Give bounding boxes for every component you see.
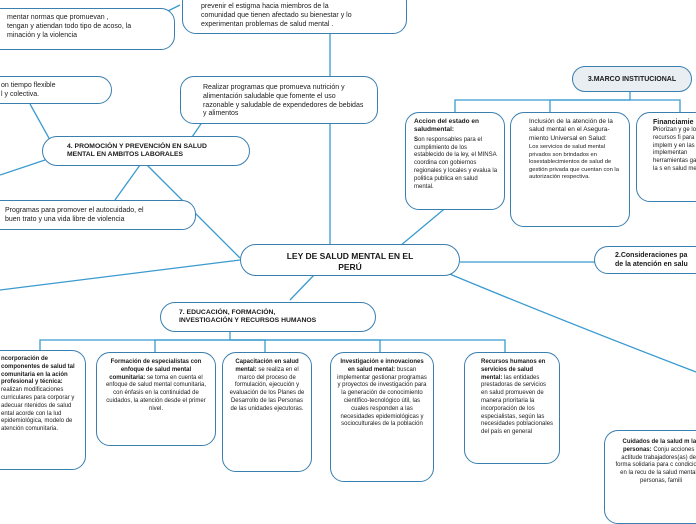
node-educacion-line2: INVESTIGACIÓN Y RECURSOS HUMANOS xyxy=(179,317,317,325)
node-cuidados-title: Cuidados de la salud m las personas: xyxy=(622,439,696,453)
node-marco-institucional-label: 3.MARCO INSTITUCIONAL xyxy=(587,76,677,83)
node-cuidados-body: Conju acciones y actitude trabajadores(a… xyxy=(615,446,696,484)
node-tiempo-flexible-line1: on tiempo flexible xyxy=(1,82,56,89)
node-recursos-humanos: Recursos humanos en servicios de salud m… xyxy=(464,352,560,464)
node-financiamiento-p: P xyxy=(653,127,658,134)
node-investigacion: Investigación e innovaciones en salud me… xyxy=(330,352,434,482)
node-autocuidado: Programas para promover el autocuidado, … xyxy=(0,200,196,230)
node-consideraciones-line2: de la atención en salu xyxy=(615,260,688,268)
node-inclusion-atencion: Inclusión de la atención de la salud men… xyxy=(510,112,630,227)
node-estigma-line2: comunidad que tienen afectado su bienest… xyxy=(201,11,352,19)
node-financiamiento-body: riorizan y ge los recursos fi para la im… xyxy=(653,127,696,173)
node-promocion-line1: 4. PROMOCIÓN Y PREVENCIÓN EN SALUD xyxy=(67,143,207,150)
node-consideraciones: 2.Consideraciones pa de la atención en s… xyxy=(594,246,696,274)
node-investigacion-title: Investigación e innovaciones en salud me… xyxy=(340,359,424,373)
node-investigacion-body: buscan implementar gestionar programas y… xyxy=(337,366,427,428)
node-normas-acoso-line2: tengan y atiendan todo tipo de acoso, la xyxy=(7,22,132,30)
node-marco-institucional: 3.MARCO INSTITUCIONAL xyxy=(572,66,692,92)
node-nutricion: Realizar programas que promueva nutrició… xyxy=(180,76,378,124)
node-cuidados-salud: Cuidados de la salud m las personas: Con… xyxy=(604,430,696,524)
node-financiamiento: Financiamie Priorizan y ge los recursos … xyxy=(636,112,696,202)
node-incorporacion-componentes: ncorporación de componentes de salud tal… xyxy=(0,350,86,470)
node-estigma-line1: prevenir el estigma hacia miembros de la xyxy=(201,3,329,10)
node-accion-estado: Accion del estado en saludmental: Son re… xyxy=(405,112,505,210)
node-accion-s: S xyxy=(414,136,419,143)
node-incorporacion-body: realizan modificaciones curriculares par… xyxy=(1,387,75,433)
node-ley-salud-mental: LEY DE SALUD MENTAL EN EL PERÚ xyxy=(240,244,460,276)
node-tiempo-flexible: on tiempo flexible l y colectiva. xyxy=(0,76,112,104)
node-educacion-line1: 7. EDUCACIÓN, FORMACIÓN, xyxy=(179,309,276,316)
node-estigma-line3: experimentan problemas de salud mental . xyxy=(201,20,334,28)
node-incorporacion-title: ncorporación de componentes de salud tal… xyxy=(1,356,75,386)
node-formacion-especialistas: Formación de especialistas con enfoque d… xyxy=(96,352,216,446)
node-ley-line2: PERÚ xyxy=(338,261,362,272)
node-capacitacion-title: Capacitación en salud mental: xyxy=(235,359,299,373)
node-promocion-line2: MENTAL EN AMBITOS LABORALES xyxy=(67,151,184,159)
node-educacion-formacion: 7. EDUCACIÓN, FORMACIÓN, INVESTIGACIÓN Y… xyxy=(160,302,376,332)
node-financiamiento-title: Financiamie xyxy=(653,119,694,126)
node-recursos-title: Recursos humanos en servicios de salud m… xyxy=(481,359,546,381)
node-ley-line1: LEY DE SALUD MENTAL EN EL xyxy=(286,251,414,261)
node-normas-acoso-line1: mentar normas que promuevan , xyxy=(7,14,109,21)
node-normas-acoso-line3: minación y la violencia xyxy=(7,31,78,39)
node-formacion-title: Formación de especialistas con enfoque d… xyxy=(109,359,202,381)
node-autocuidado-line2: buen trato y una vida libre de violencia xyxy=(5,215,125,223)
node-tiempo-flexible-line2: l y colectiva. xyxy=(1,90,40,98)
node-capacitacion: Capacitación en salud mental: se realiza… xyxy=(222,352,312,472)
node-accion-title: Accion del estado en saludmental: xyxy=(414,118,480,134)
node-capacitacion-body: se realiza en el marco del proceso de fo… xyxy=(229,366,305,412)
node-autocuidado-line1: Programas para promover el autocuidado, … xyxy=(5,207,144,214)
node-estigma: prevenir el estigma hacia miembros de la… xyxy=(182,0,407,34)
node-nutricion-text: Realizar programas que promueva nutrició… xyxy=(203,84,364,118)
node-accion-body: on responsables para el cumplimiento de … xyxy=(414,136,498,190)
node-inclusion-body: Los servicios de salud mental privados s… xyxy=(529,144,619,181)
node-recursos-body: las entidades prestadoras de servicios e… xyxy=(481,374,554,436)
node-consideraciones-line1: 2.Consideraciones pa xyxy=(615,252,688,259)
node-promocion-prevencion: 4. PROMOCIÓN Y PREVENCIÓN EN SALUD MENTA… xyxy=(42,136,250,166)
node-normas-acoso: mentar normas que promuevan , tengan y a… xyxy=(0,8,175,50)
node-formacion-body: se toma en cuenta el enfoque de salud me… xyxy=(105,374,207,412)
node-inclusion-title: Inclusión de la atención de la salud men… xyxy=(529,118,613,142)
